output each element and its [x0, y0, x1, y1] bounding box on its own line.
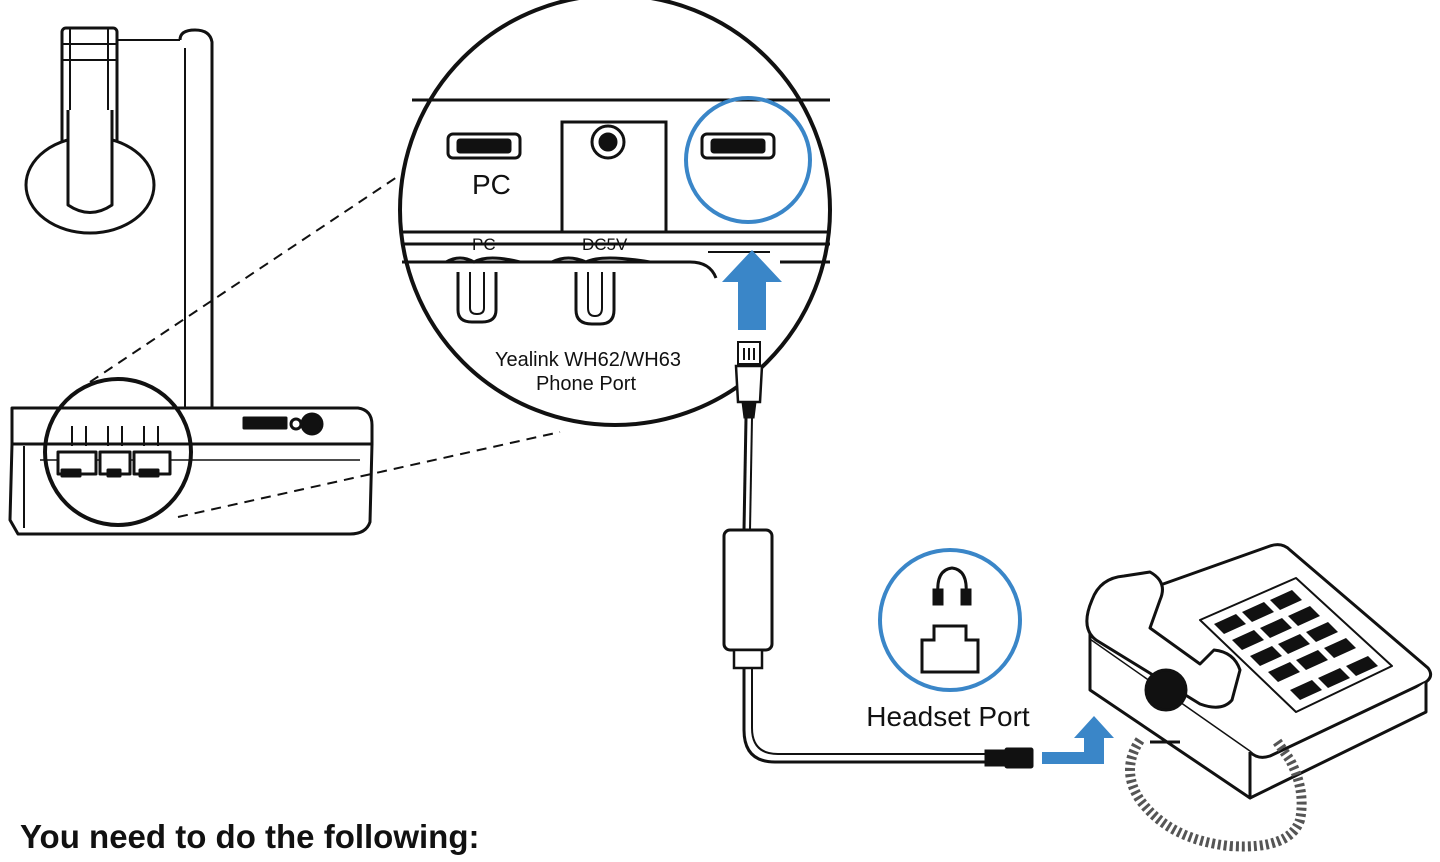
- desk-telephone: [1085, 543, 1433, 852]
- pc-port-label-small: PC: [472, 235, 496, 254]
- highlighted-port-ring: [684, 96, 812, 224]
- instruction-heading: You need to do the following:: [20, 818, 480, 855]
- headset-cable: [722, 341, 1034, 769]
- phone-port-label-line1: Yealink WH62/WH63: [495, 349, 681, 371]
- arrow-up-icon: [722, 250, 782, 330]
- pc-port-label-large: PC: [472, 169, 511, 200]
- arrow-right-up-icon: [1042, 716, 1114, 764]
- headset-jack-icon: [920, 566, 980, 674]
- magnified-port-view: PC PC DC5V Yealink WH62/WH63 Phone Port: [398, 0, 832, 427]
- headset-base-station: [8, 26, 374, 536]
- phone-port-label-line2: Phone Port: [536, 373, 637, 395]
- zoom-leader-lines: [89, 174, 561, 518]
- dc5v-port-label: DC5V: [582, 235, 628, 254]
- headset-port-symbol: Headset Port: [866, 548, 1030, 732]
- headset-port-label: Headset Port: [866, 701, 1030, 732]
